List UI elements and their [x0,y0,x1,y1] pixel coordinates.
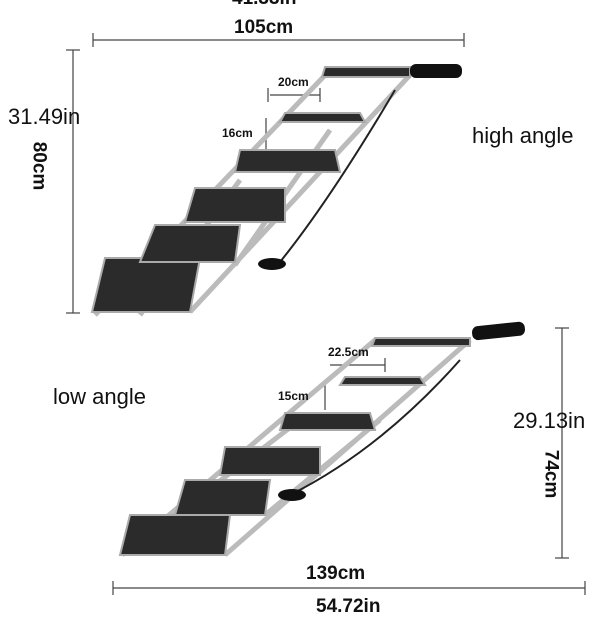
dimension-lines [66,33,586,595]
low-height-cm: 74cm [540,449,562,499]
low-width-in: 54.72in [316,596,381,617]
high-height-cm: 80cm [28,141,50,191]
high-step-rise: 16cm [222,126,253,140]
high-step-depth: 20cm [278,75,309,89]
high-angle-label: high angle [472,123,574,148]
low-step-rise: 15cm [278,389,309,403]
high-width-cm: 105cm [234,17,294,38]
low-width-cm: 139cm [306,563,366,584]
high-angle-stairs [90,64,462,317]
low-height-in: 29.13in [513,408,586,433]
low-angle-stairs [118,321,525,557]
high-height-in: 31.49in [8,104,81,129]
low-step-depth: 22.5cm [328,345,369,359]
high-width-in: 41.33in [232,0,296,10]
low-angle-label: low angle [53,384,146,409]
